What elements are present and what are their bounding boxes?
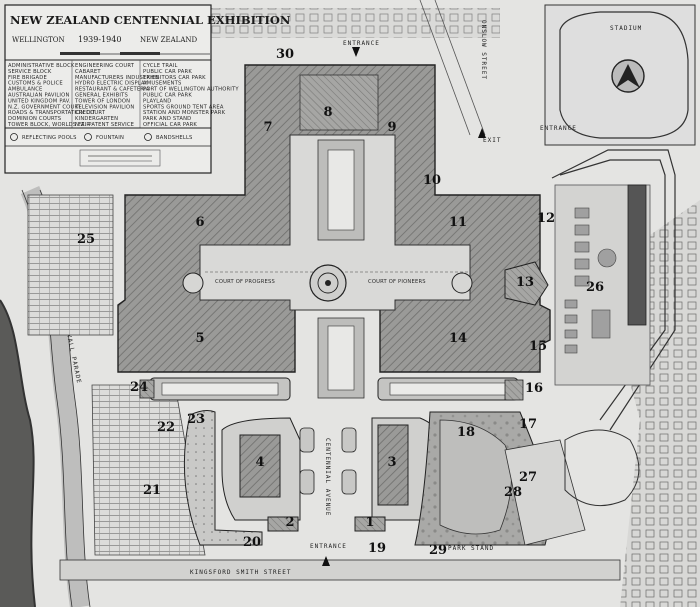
symbol-fountain: FOUNTAIN: [96, 135, 124, 141]
left-crescent-garden: [183, 410, 263, 546]
title-years: 1939-1940: [78, 35, 121, 44]
north-arrow-icon: [616, 64, 640, 88]
parking-area-25: [27, 194, 114, 336]
legend-item: AUSTRALIAN PAVILION: [8, 93, 70, 99]
legend-item: HYDRO ELECTRIC DISPLAY: [75, 81, 148, 87]
building-number-11: 11: [449, 215, 467, 230]
exhibition-title: NEW ZEALAND CENTENNIAL EXHIBITION: [10, 13, 291, 27]
legend-item: EXHIBITORS CAR PARK: [143, 75, 206, 81]
building-1: [354, 516, 386, 532]
legend-item: DOMINION COURTS: [8, 116, 61, 122]
symbol-reflecting-pools: REFLECTING POOLS: [22, 135, 77, 141]
entrance-top-arrow-icon: [352, 47, 360, 57]
legend-item: CABARET: [75, 69, 101, 75]
building-number-22: 22: [157, 420, 175, 435]
title-country: NEW ZEALAND: [140, 36, 198, 44]
fountain-symbol-icon: [84, 133, 92, 141]
legend-item: TELEVISION PAVILION: [74, 104, 134, 110]
building-number-12: 12: [537, 211, 555, 226]
building-number-21: 21: [143, 483, 161, 498]
legend-item: ROADS & TRANSPORTATION COURT: [8, 110, 106, 116]
building-number-1: 1: [365, 515, 374, 530]
building-number-16: 16: [525, 381, 543, 396]
building-number-6: 6: [195, 215, 204, 230]
exit-label: EXIT: [483, 137, 501, 144]
legend-item: CUSTOMS & POLICE: [8, 81, 63, 87]
building-number-15: 15: [529, 339, 547, 354]
court-of-progress-label: COURT OF PROGRESS: [215, 279, 275, 285]
building-number-23: 23: [187, 412, 205, 427]
symbol-bandshells: BANDSHELLS: [156, 135, 193, 141]
entrance-right-label: ENTRANCE: [540, 125, 577, 132]
kingsford-smith-street-label: KINGSFORD SMITH STREET: [190, 569, 291, 576]
legend-item: ADMINISTRATIVE BLOCK: [8, 63, 75, 69]
legend-item: KINDERGARTEN: [75, 116, 118, 122]
building-number-5: 5: [195, 331, 204, 346]
building-number-24: 24: [130, 380, 148, 395]
legend-item: MANUFACTURERS INDUSTRIES: [75, 75, 159, 81]
bandshell-symbol-icon: [144, 133, 152, 141]
building-number-13: 13: [516, 275, 534, 290]
legend-item: SPORTS GROUND TENT AREA: [143, 104, 224, 110]
legend-item: FIRE BRIGADE: [8, 75, 47, 81]
legend-item: PLAYLAND: [143, 98, 172, 104]
legend-item: PUBLIC CAR PARK: [143, 93, 192, 99]
legend-item: CYCLE TRAIL: [143, 63, 178, 69]
building-number-10: 10: [423, 173, 441, 188]
building-3: [377, 424, 409, 506]
legend-item: UNITED KINGDOM PAV.: [8, 98, 71, 104]
building-number-8: 8: [323, 105, 332, 120]
building-number-20: 20: [243, 535, 261, 550]
legend-item: GENERAL EXHIBITS: [75, 93, 128, 99]
legend-item: ENGINEERING COURT: [75, 63, 135, 69]
legend-item: AMUSEMENTS: [143, 81, 182, 87]
legend-item: PUBLIC CAR PARK: [143, 69, 192, 75]
legend-item: AMBULANCE: [8, 87, 43, 93]
building-number-7: 7: [263, 120, 272, 135]
building-number-4: 4: [255, 455, 264, 470]
building-number-18: 18: [457, 425, 475, 440]
legend-item: SERVICE BLOCK: [8, 69, 52, 75]
building-number-30: 30: [276, 47, 294, 62]
legend-item: STATION AND MONSTER PARK: [143, 110, 226, 116]
entrance-bottom-arrow-icon: [322, 556, 330, 566]
legend-item: OFFICIAL CAR PARK: [143, 122, 197, 128]
title-city: WELLINGTON: [12, 36, 65, 44]
building-number-17: 17: [519, 417, 537, 432]
reflecting-pools-symbol-icon: [10, 133, 18, 141]
building-number-26: 26: [586, 280, 604, 295]
entrance-bottom-label: ENTRANCE: [310, 543, 347, 550]
building-number-2: 2: [285, 515, 294, 530]
building-number-28: 28: [504, 485, 522, 500]
entrance-top-label: ENTRANCE: [343, 40, 380, 47]
exit-arrow-icon: [478, 128, 486, 138]
legend-item: CREDIT: [75, 110, 96, 116]
legend-item: PARK AND STAND: [143, 116, 191, 122]
building-number-25: 25: [77, 232, 95, 247]
stadium-label: STADIUM: [610, 25, 642, 32]
building-2: [267, 516, 299, 532]
building-number-29: 29: [429, 543, 447, 558]
legend-item: TOWER OF LONDON: [74, 98, 130, 104]
court-of-pioneers-label: COURT OF PIONEERS: [368, 279, 426, 285]
title-legend-panel: NEW ZEALAND CENTENNIAL EXHIBITION WELLIN…: [4, 4, 291, 174]
sea-area: [0, 300, 35, 607]
building-number-9: 9: [387, 120, 396, 135]
park-stand-label: PARK STAND: [448, 545, 494, 552]
building-4: [239, 434, 281, 498]
onslow-street-label: ONSLOW STREET: [480, 20, 487, 80]
main-exhibition-building: [117, 64, 551, 399]
legend-item: N.Z. PATENT SERVICE: [75, 122, 134, 128]
building-number-19: 19: [368, 541, 386, 556]
legend-item: PORT OF WELLINGTON AUTHORITY: [143, 87, 239, 93]
legend-item: N.Z. GOVERNMENT COURT: [8, 104, 82, 110]
legend-item: TOWER BLOCK, WORLDS FAIR: [7, 122, 90, 128]
centennial-avenue-label: CENTENNIAL AVENUE: [324, 438, 331, 516]
building-number-14: 14: [449, 331, 467, 346]
legend-item: RESTAURANT & CAFETERIA: [75, 87, 150, 93]
building-number-3: 3: [387, 455, 396, 470]
building-number-27: 27: [519, 470, 537, 485]
